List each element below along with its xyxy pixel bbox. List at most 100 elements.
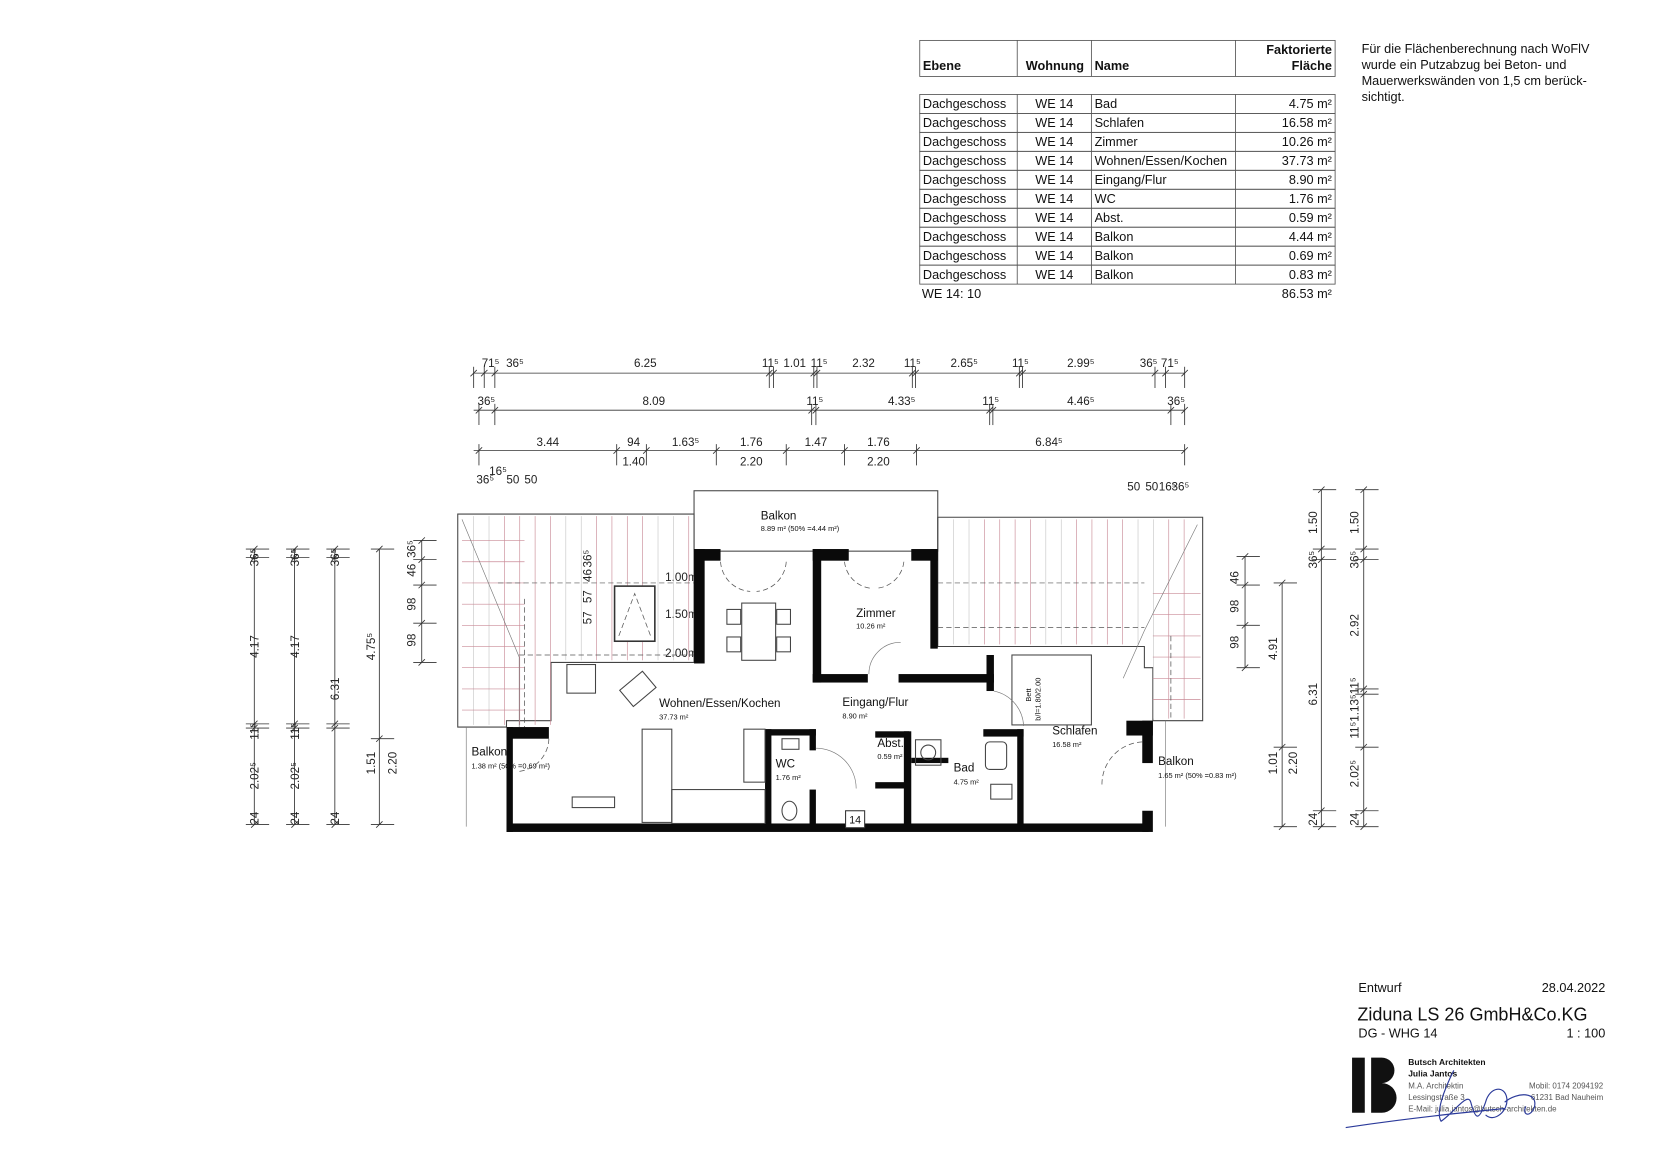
dimension-label: 4.33⁵ — [888, 395, 916, 408]
room-name-balkon-right: Balkon — [1158, 755, 1194, 768]
cell-level: Dachgeschoss — [923, 248, 1006, 263]
dimension-label: 1.01 — [1267, 752, 1280, 775]
header-area-line2: Fläche — [1292, 58, 1332, 73]
note-line: sichtigt. — [1362, 89, 1405, 104]
cell-unit: WE 14 — [1035, 267, 1073, 282]
architect-firm: Butsch Architekten — [1408, 1057, 1485, 1067]
room-name-bad: Bad — [954, 762, 975, 775]
room-area-wc: 1.76 m² — [776, 773, 802, 782]
cell-area: 4.75 m² — [1289, 96, 1332, 111]
cell-unit: WE 14 — [1035, 210, 1073, 225]
dimension-label: 1.40 — [622, 455, 645, 468]
room-name-schlafen: Schlafen — [1052, 724, 1097, 737]
status-label: Entwurf — [1358, 980, 1402, 995]
cell-area: 37.73 m² — [1282, 153, 1332, 168]
cell-name: Balkon — [1095, 248, 1134, 263]
dimension-label: 4.75⁵ — [365, 633, 378, 661]
cell-area: 0.59 m² — [1289, 210, 1332, 225]
dimension-label: 2.20 — [386, 751, 399, 774]
table-row: Dachgeschoss WE 14 Abst. 0.59 m² — [919, 207, 1336, 228]
cell-level: Dachgeschoss — [923, 96, 1006, 111]
walls — [506, 549, 1153, 832]
dimension-label: 36⁵ — [405, 540, 418, 558]
dimension-label: 1.76 — [867, 436, 890, 449]
client-name: Ziduna LS 26 GmbH&Co.KG — [1357, 1005, 1587, 1025]
dimension-label: 98 — [1229, 600, 1242, 613]
cell-name: Zimmer — [1095, 134, 1139, 149]
cell-name: Bad — [1095, 96, 1118, 111]
dimension-label: 11⁵ — [1012, 357, 1029, 370]
dimension-label: 11⁵ — [289, 723, 302, 740]
room-name-wc: WC — [776, 757, 795, 770]
dimension-label: 2.02⁵ — [249, 762, 262, 790]
table-total-area: 86.53 m² — [1282, 286, 1332, 301]
room-name-balkon-top: Balkon — [761, 509, 797, 522]
dimension-label: 4.91 — [1267, 637, 1280, 660]
header-area-line1: Faktorierte — [1266, 42, 1332, 57]
cell-area: 4.44 m² — [1289, 229, 1332, 244]
roof-slope-right — [937, 516, 1204, 722]
room-area-balkon-top: 8.89 m² (50% =4.44 m²) — [761, 524, 839, 533]
cell-name: Balkon — [1095, 229, 1134, 244]
roof-window — [613, 585, 656, 643]
area-table: Ebene Wohnung Name Faktorierte Fläche Da… — [919, 39, 1336, 301]
dimension-label: 1.47 — [805, 436, 828, 449]
roof-slope-left — [457, 513, 695, 728]
dimension-label: 98 — [405, 598, 418, 611]
dimension-label: 36⁵ — [1172, 481, 1190, 494]
drawing-name: DG - WHG 14 — [1358, 1026, 1437, 1041]
architect-logo — [1352, 1057, 1397, 1113]
bed-size-label: b/l=1.80/2.00 — [1034, 678, 1043, 721]
dimension-label: 46 — [405, 564, 418, 577]
cell-name: Schlafen — [1095, 115, 1144, 130]
cell-area: 0.83 m² — [1289, 267, 1332, 282]
dimension-label: 1.76 — [740, 436, 763, 449]
signature — [1345, 1070, 1536, 1129]
dimension-label: 1.63⁵ — [672, 436, 700, 449]
cell-level: Dachgeschoss — [923, 115, 1006, 130]
dimension-label: 94 — [627, 436, 640, 449]
cell-name: Abst. — [1095, 210, 1124, 225]
dimension-label: 24 — [1348, 812, 1361, 825]
dimension-label: 2.20 — [1287, 751, 1300, 774]
dimension-label: 71⁵ — [1161, 357, 1179, 370]
cell-level: Dachgeschoss — [923, 210, 1006, 225]
unit-number-box — [845, 810, 866, 829]
room-area-abst: 0.59 m² — [877, 752, 903, 761]
cell-unit: WE 14 — [1035, 115, 1073, 130]
dimension-label: 3.44 — [536, 436, 559, 449]
dimension-label: 16⁵ — [489, 465, 507, 478]
dimension-label: 24 — [1307, 812, 1320, 825]
cell-area: 8.90 m² — [1289, 172, 1332, 187]
dimension-label: 4.17 — [289, 635, 302, 658]
dimension-label: 50 — [1145, 481, 1158, 494]
architect-city: 61231 Bad Nauheim — [1531, 1093, 1604, 1102]
dimension-label: 36⁵ — [249, 548, 262, 566]
cell-unit: WE 14 — [1035, 248, 1073, 263]
dimension-label: 1.50m — [665, 608, 697, 621]
room-name-eingang: Eingang/Flur — [842, 696, 908, 709]
cell-unit: WE 14 — [1035, 191, 1073, 206]
room-area-schlafen: 16.58 m² — [1052, 740, 1082, 749]
dimension-label: 6.84⁵ — [1035, 436, 1063, 449]
dimension-label: 2.00m — [665, 647, 697, 660]
room-name-wohnen: Wohnen/Essen/Kochen — [659, 697, 780, 710]
dimension-label: 2.20 — [867, 455, 890, 468]
dimension-label: 1.00m — [665, 571, 697, 584]
dimension-label: 1.01 — [783, 357, 806, 370]
dimension-label: 2.02⁵ — [289, 762, 302, 790]
architect-street: Lessingstraße 3 — [1408, 1093, 1465, 1102]
cell-level: Dachgeschoss — [923, 267, 1006, 282]
architect-title: M.A. Architektin — [1408, 1081, 1463, 1090]
dimension-label: 11⁵ — [811, 357, 828, 370]
cell-level: Dachgeschoss — [923, 191, 1006, 206]
dimension-label: 36⁵ — [1167, 395, 1185, 408]
dimension-label: 98 — [405, 634, 418, 647]
room-area-zimmer: 10.26 m² — [856, 622, 886, 631]
